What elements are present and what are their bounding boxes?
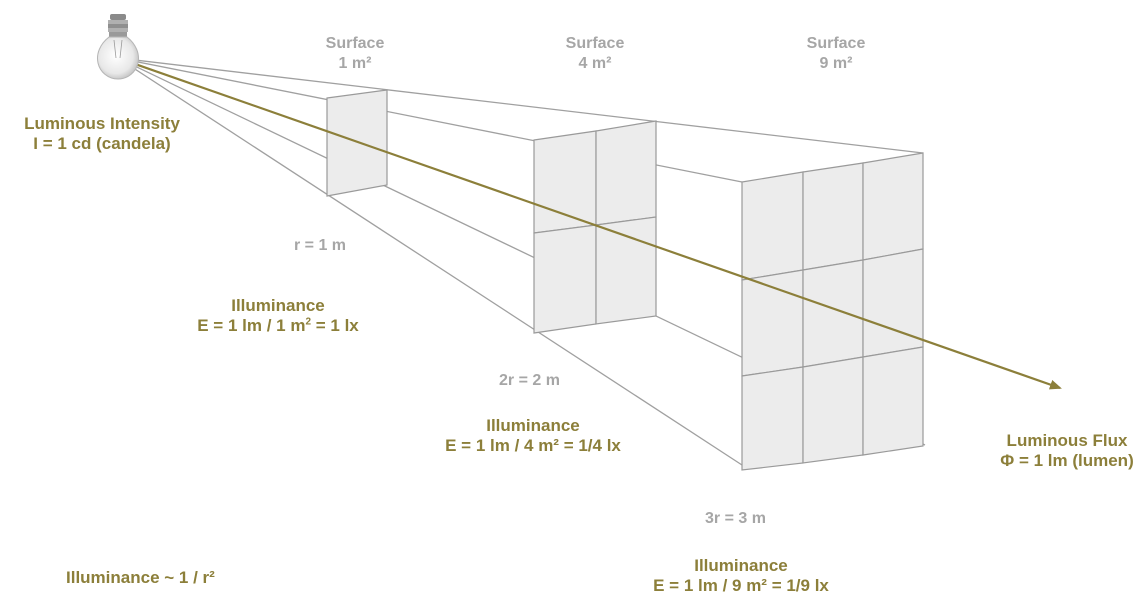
light-bulb-icon <box>97 14 139 80</box>
luminous-intensity-title: Luminous Intensity <box>24 114 180 133</box>
illuminance-1-formula: E = 1 lm / 1 m2 = 1 lx <box>197 316 359 335</box>
illuminance-label-3: Illuminance E = 1 lm / 9 m² = 1/9 lx <box>653 556 829 596</box>
distance-label-1: r = 1 m <box>294 237 347 254</box>
luminous-flux-arrow <box>117 56 1062 390</box>
luminous-flux-value: Φ = 1 lm (lumen) <box>1000 451 1134 470</box>
surface-1-area: 1 m² <box>338 55 372 72</box>
surface-label-1: Surface 1 m² <box>326 34 385 74</box>
illuminance-3-title: Illuminance <box>694 556 788 575</box>
surface-panel-1 <box>326 89 388 197</box>
surface-9-area: 9 m² <box>819 55 853 72</box>
surface-panel-9 <box>741 152 924 471</box>
surface-label-4: Surface 4 m² <box>566 34 625 74</box>
illuminance-3-formula: E = 1 lm / 9 m² = 1/9 lx <box>653 576 829 595</box>
distance-label-3: 3r = 3 m <box>705 510 766 527</box>
surface-9-title: Surface <box>806 35 866 52</box>
surface-1-title: Surface <box>325 35 385 52</box>
ray-top-right <box>117 57 924 154</box>
illuminance-label-2: Illuminance E = 1 lm / 4 m² = 1/4 lx <box>445 416 621 456</box>
illuminance-1-title: Illuminance <box>231 296 325 315</box>
distance-label-2: 2r = 2 m <box>499 372 560 389</box>
illuminance-label-1: Illuminance E = 1 lm / 1 m2 = 1 lx <box>197 296 359 336</box>
luminous-flux-label: Luminous Flux Φ = 1 lm (lumen) <box>1000 431 1133 471</box>
inverse-square-law-label: Illuminance ~ 1 / r² <box>66 568 215 587</box>
surface-4-area: 4 m² <box>578 55 612 72</box>
illuminance-2-formula: E = 1 lm / 4 m² = 1/4 lx <box>445 436 621 455</box>
surface-4-title: Surface <box>565 35 625 52</box>
luminous-intensity-value: I = 1 cd (candela) <box>33 134 171 153</box>
luminous-intensity-label: Luminous Intensity I = 1 cd (candela) <box>24 114 180 154</box>
surface-panel-4 <box>533 120 657 334</box>
ray-bottom-left <box>117 57 743 466</box>
illuminance-2-title: Illuminance <box>486 416 580 435</box>
luminous-flux-title: Luminous Flux <box>1006 431 1128 450</box>
surface-label-9: Surface 9 m² <box>807 34 866 74</box>
